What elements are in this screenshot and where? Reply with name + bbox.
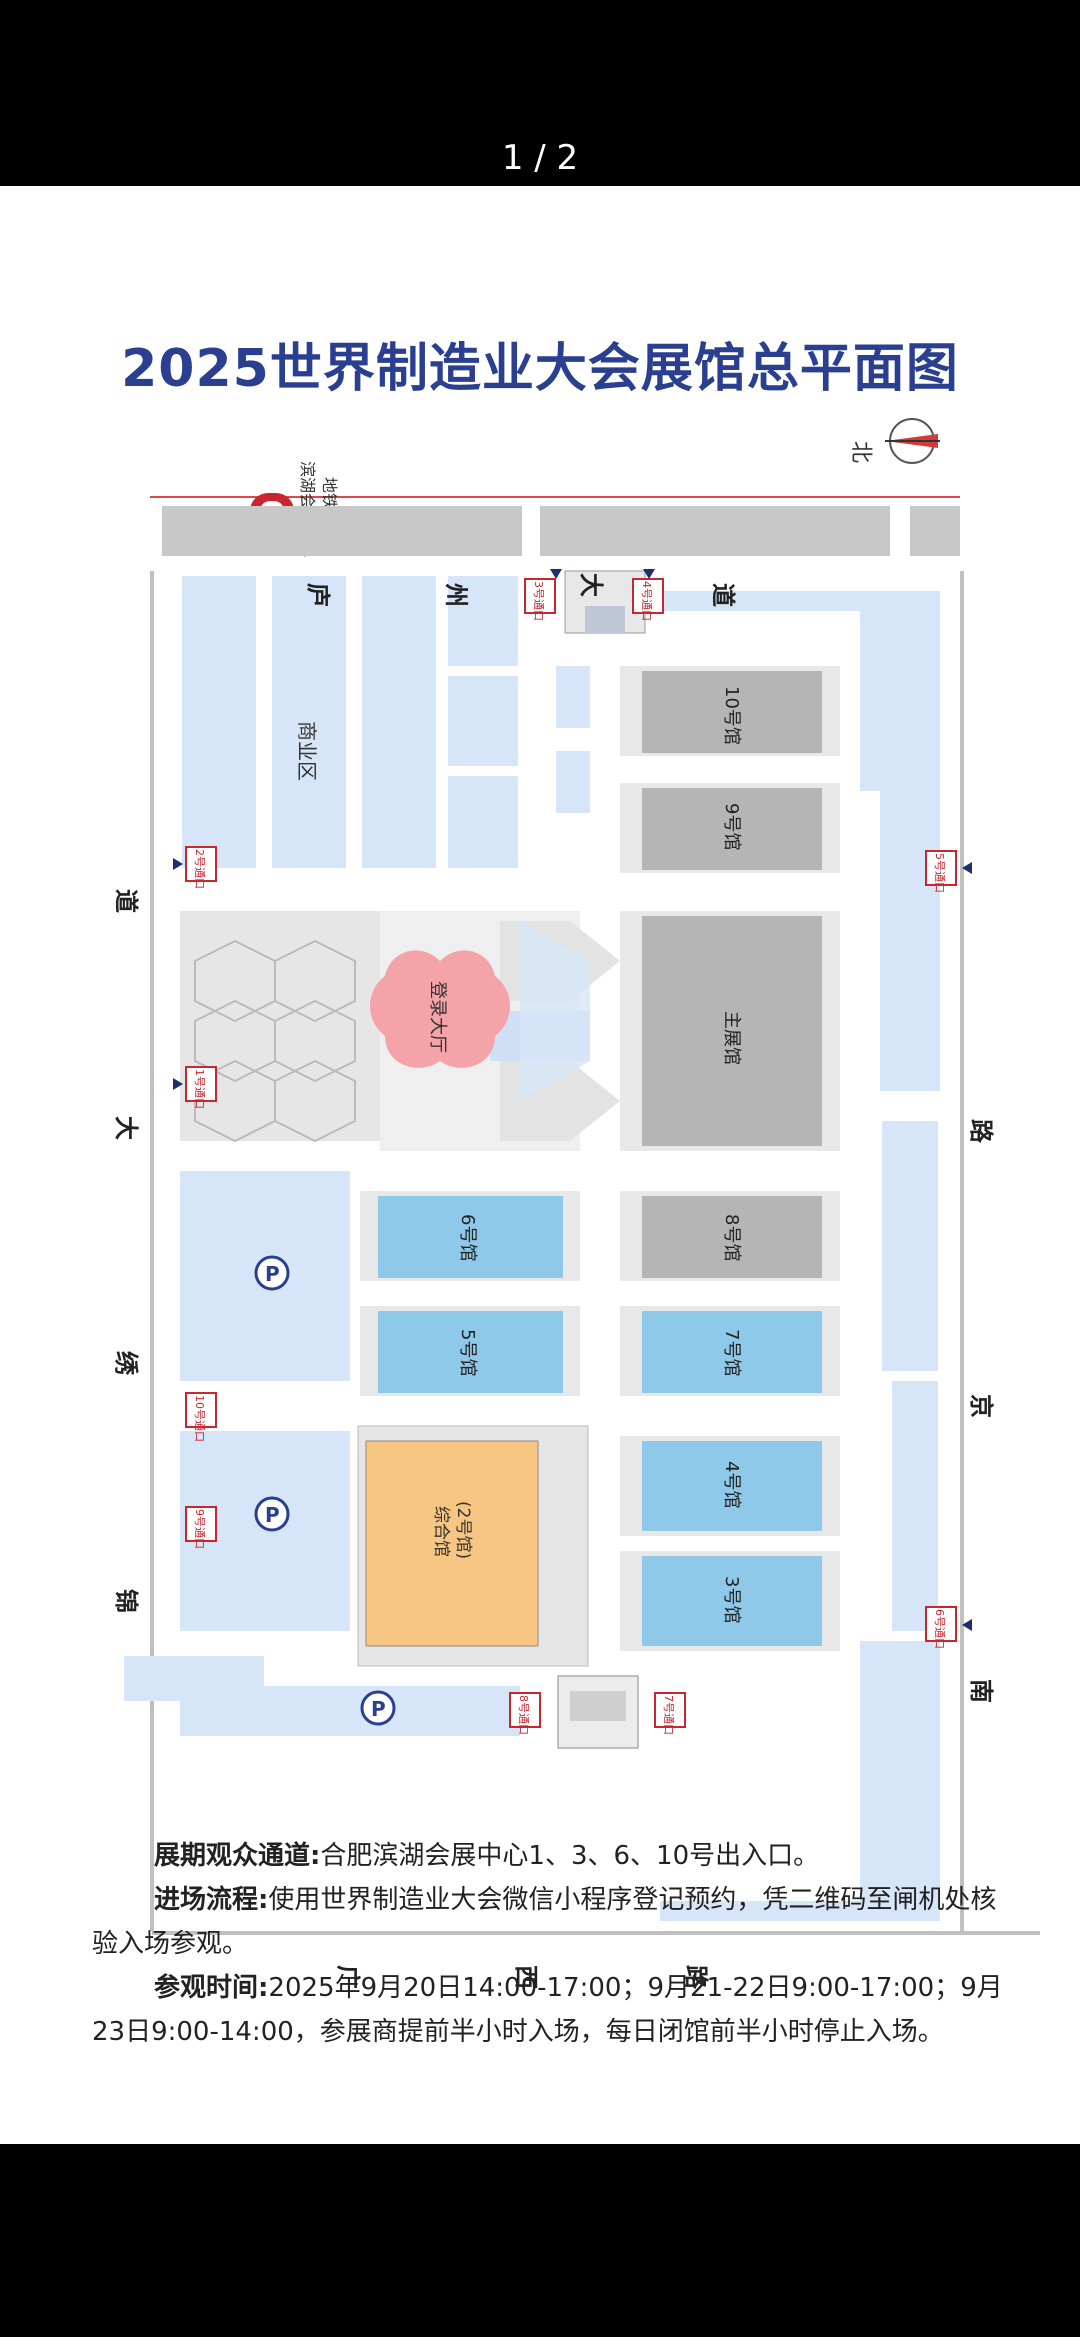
process-text: 使用世界制造业大会微信小程序登记预约，凭二维码至闸机处核验入场参观。 xyxy=(92,1885,997,1959)
viewer-top-bar: 1 / 2 xyxy=(0,0,1080,186)
gate-arrow-icon xyxy=(643,569,655,579)
map-page: 2025世界制造业大会展馆总平面图 北 滨湖会展中心 地铁站 xyxy=(0,186,1080,2144)
hall-2 xyxy=(365,1440,539,1647)
gate-arrow-icon xyxy=(173,858,183,870)
parking-label: P xyxy=(265,1262,280,1286)
gate-2-badge: 2号通口 xyxy=(185,846,217,889)
hall-9-label: 9号馆 xyxy=(721,803,742,850)
parking-icon: P xyxy=(254,1255,290,1291)
hall-2-label-line1: 综合馆 xyxy=(431,1506,451,1557)
road-bottom-char: 广 xyxy=(334,1965,362,1989)
gate-7-label: 7号通口 xyxy=(662,1695,675,1735)
main-hall xyxy=(642,916,822,1146)
process-paragraph: 进场流程:使用世界制造业大会微信小程序登记预约，凭二维码至闸机处核验入场参观。 xyxy=(92,1878,1012,1966)
gate-3-badge: 3号通口 xyxy=(524,578,556,621)
page-title: 2025世界制造业大会展馆总平面图 xyxy=(121,339,959,399)
gate-5-badge: 5号通口 xyxy=(925,850,957,893)
road-top-char: 道 xyxy=(709,583,737,607)
gate-5-label: 5号通口 xyxy=(933,853,946,893)
hall-8 xyxy=(642,1196,822,1278)
road-left-char: 大 xyxy=(112,1116,140,1140)
road-top-char: 州 xyxy=(442,583,470,607)
hall-7 xyxy=(642,1311,822,1393)
hall-6-label: 6号馆 xyxy=(457,1214,478,1261)
hall-10 xyxy=(642,671,822,753)
venue-map-svg: 北 滨湖会展中心 地铁站 xyxy=(112,418,1040,1990)
gate-7-badge: 7号通口 xyxy=(654,1692,686,1735)
gate-arrow-icon xyxy=(550,569,562,579)
top-road-block xyxy=(910,506,960,556)
road-left-char: 绣 xyxy=(112,1351,140,1376)
gate-arrow-icon xyxy=(173,1078,183,1090)
commercial-zone xyxy=(182,576,590,868)
gate-arrow-icon xyxy=(962,1619,972,1631)
process-label: 进场流程: xyxy=(154,1885,269,1915)
parking-icon: P xyxy=(254,1496,290,1532)
hall-2-label-line2: (2号馆) xyxy=(453,1501,473,1559)
page-indicator: 1 / 2 xyxy=(501,138,579,178)
parking-label: P xyxy=(371,1697,386,1721)
top-road-block xyxy=(162,506,522,556)
north-label: 北 xyxy=(848,441,873,463)
viewer-bottom-bar xyxy=(0,2144,1080,2337)
parking-label: P xyxy=(265,1503,280,1527)
hall-5-label: 5号馆 xyxy=(457,1329,478,1376)
hall-8-label: 8号馆 xyxy=(721,1214,742,1261)
registration-hall xyxy=(370,950,510,1068)
road-left-char: 锦 xyxy=(112,1589,140,1613)
hall-7-label: 7号馆 xyxy=(721,1329,742,1376)
road-left-char: 道 xyxy=(112,889,140,913)
parking-icon: P xyxy=(360,1690,396,1726)
gate-4-label: 4号通口 xyxy=(640,581,653,621)
road-bottom-char: 西 xyxy=(512,1965,540,1989)
gate-1-badge: 1号通口 xyxy=(185,1066,217,1109)
hall-9 xyxy=(642,788,822,870)
east-zone xyxy=(660,591,940,1091)
hall-4-label: 4号馆 xyxy=(721,1461,742,1508)
gate-2-label: 2号通口 xyxy=(193,849,206,889)
compass-icon: 北 xyxy=(848,418,940,464)
commercial-zone-label: 商业区 xyxy=(295,721,319,781)
hall-3-label: 3号馆 xyxy=(721,1576,742,1623)
road-top-char: 庐 xyxy=(304,583,332,607)
hours-text: 2025年9月20日14:00-17:00；9月21-22日9:00-17:00… xyxy=(92,1973,1003,2047)
gate-10-badge: 10号通口 xyxy=(185,1392,217,1442)
top-road-block xyxy=(540,506,890,556)
passage-paragraph: 展期观众通道:合肥滨湖会展中心1、3、6、10号出入口。 xyxy=(92,1834,1012,1878)
gate-6-badge: 6号通口 xyxy=(925,1606,957,1649)
gate-6-label: 6号通口 xyxy=(933,1609,946,1649)
hours-paragraph: 参观时间:2025年9月20日14:00-17:00；9月21-22日9:00-… xyxy=(92,1966,1012,2054)
hall-4 xyxy=(642,1441,822,1531)
gate-3-label: 3号通口 xyxy=(532,581,545,621)
gate-9-badge: 9号通口 xyxy=(185,1506,217,1549)
road-right-char: 京 xyxy=(967,1394,995,1418)
passage-label: 展期观众通道: xyxy=(154,1841,321,1871)
visitor-info: 展期观众通道:合肥滨湖会展中心1、3、6、10号出入口。 进场流程:使用世界制造… xyxy=(92,1834,1012,2054)
gate-arrow-icon xyxy=(962,862,972,874)
hall-10-label: 10号馆 xyxy=(721,686,742,745)
gate-9-label: 9号通口 xyxy=(193,1509,206,1549)
gate-8-badge: 8号通口 xyxy=(509,1692,541,1735)
gate-8-label: 8号通口 xyxy=(517,1695,530,1735)
passage-text: 合肥滨湖会展中心1、3、6、10号出入口。 xyxy=(320,1841,820,1871)
road-right-char: 路 xyxy=(967,1119,995,1144)
hours-label: 参观时间: xyxy=(154,1973,269,2003)
gate-10-label: 10号通口 xyxy=(193,1395,206,1442)
hall-5 xyxy=(378,1311,563,1393)
main-hall-label: 主展馆 xyxy=(721,1011,742,1065)
gate-1-label: 1号通口 xyxy=(193,1069,206,1109)
venue-map: 北 滨湖会展中心 地铁站 xyxy=(0,401,1080,2001)
registration-hall-label: 登录大厅 xyxy=(427,981,448,1053)
gate-4-badge: 4号通口 xyxy=(632,578,664,621)
road-top-char: 大 xyxy=(577,573,605,597)
road-right-char: 南 xyxy=(967,1679,995,1703)
hall-3 xyxy=(642,1556,822,1646)
left-plaza xyxy=(180,911,380,1141)
hall-6 xyxy=(378,1196,563,1278)
road-bottom-char: 路 xyxy=(682,1965,710,1990)
